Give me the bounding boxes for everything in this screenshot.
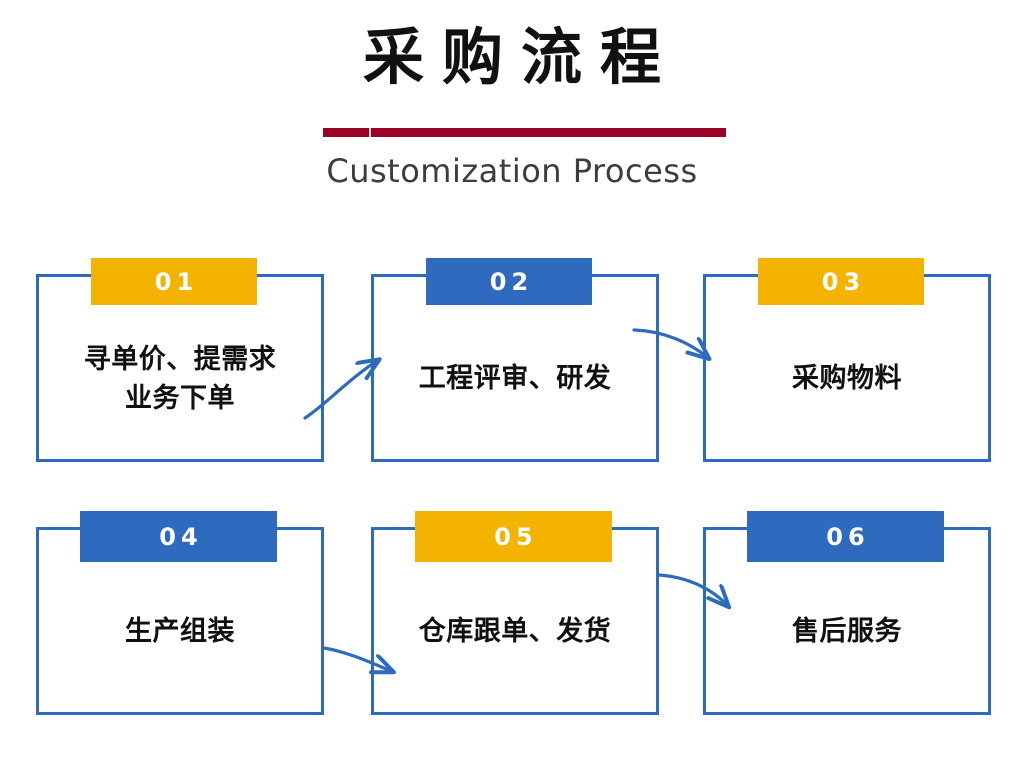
page-subtitle: Customization Process (326, 152, 698, 190)
step-number-badge-05: 05 (415, 511, 612, 562)
step-number-01: 01 (154, 267, 199, 296)
title-divider-rule (323, 128, 726, 137)
step-label-line1-01: 寻单价、提需求 (83, 344, 277, 375)
step-number-badge-04: 04 (80, 511, 277, 562)
step-label-02: 工程评审、研发 (371, 359, 659, 398)
step-card-02[interactable]: 02 工程评审、研发 (371, 258, 659, 462)
step-card-04[interactable]: 04 生产组装 (36, 511, 324, 715)
step-card-03[interactable]: 03 采购物料 (703, 258, 991, 462)
step-card-06[interactable]: 06 售后服务 (703, 511, 991, 715)
step-label-line2-01: 业务下单 (125, 383, 235, 415)
step-label-01: 寻单价、提需求 业务下单 (36, 340, 324, 418)
step-label-04: 生产组装 (36, 612, 324, 651)
step-number-02: 02 (489, 267, 534, 296)
step-label-05: 仓库跟单、发货 (371, 612, 659, 651)
step-number-03: 03 (821, 267, 866, 296)
step-number-badge-06: 06 (747, 511, 944, 562)
step-label-06: 售后服务 (703, 612, 991, 651)
step-number-05: 05 (494, 522, 538, 551)
step-label-line1-06: 售后服务 (792, 616, 902, 647)
step-label-03: 采购物料 (703, 359, 991, 398)
step-label-line1-04: 生产组装 (125, 616, 235, 647)
step-label-line1-05: 仓库跟单、发货 (418, 616, 612, 647)
page-header: 采购流程 Customization Process (0, 0, 1024, 210)
page-title: 采购流程 (362, 22, 679, 93)
step-label-line1-02: 工程评审、研发 (418, 363, 612, 394)
step-number-badge-03: 03 (758, 258, 924, 305)
step-number-badge-02: 02 (426, 258, 592, 305)
step-label-line1-03: 采购物料 (792, 363, 902, 394)
step-number-06: 06 (826, 522, 870, 551)
step-card-05[interactable]: 05 仓库跟单、发货 (371, 511, 659, 715)
step-number-badge-01: 01 (91, 258, 257, 305)
step-card-01[interactable]: 01 寻单价、提需求 业务下单 (36, 258, 324, 462)
step-number-04: 04 (159, 522, 203, 551)
